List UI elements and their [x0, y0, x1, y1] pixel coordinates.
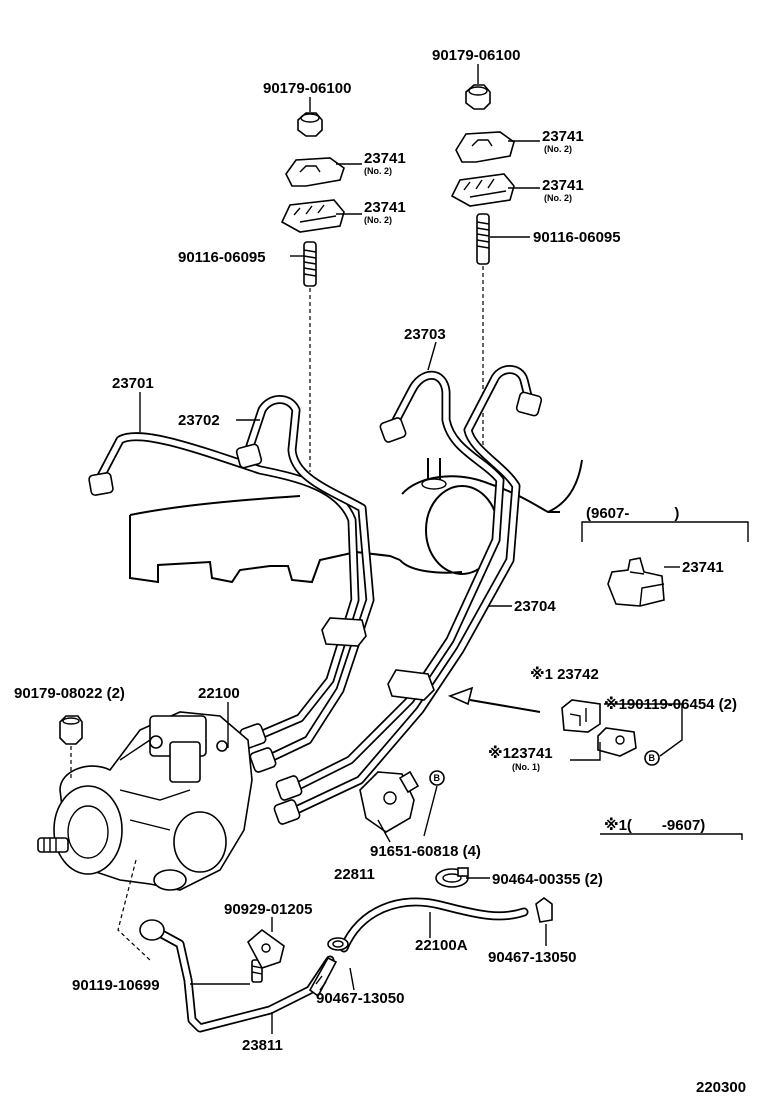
label-bolt-06454: ※190119-06454 (2) [604, 695, 737, 713]
label-hose-clip-a: 90464-00355 (2) [492, 871, 603, 888]
marker-b-clamp: B [649, 753, 656, 763]
injection-pipes [95, 365, 535, 817]
nut-left-icon [297, 112, 323, 137]
label-clamp-right-upper: 23741 [542, 128, 584, 145]
label-bolt-10699: 90119-10699 [72, 977, 160, 994]
label-bracket-screw: 91651-60818 (4) [370, 843, 481, 860]
label-clamp-right-upper-sub: (No. 2) [544, 144, 572, 154]
stud-left-icon [303, 241, 317, 287]
label-pipe-23702: 23702 [178, 412, 220, 429]
label-pipe-23701: 23701 [112, 375, 154, 392]
label-bolt-01205: 90929-01205 [224, 901, 312, 918]
label-nut-left: 90179-06100 [263, 80, 351, 97]
label-nut-pump: 90179-08022 (2) [14, 685, 125, 702]
clip-left-icon [327, 937, 349, 951]
leakoff-pipe-icon [139, 919, 338, 1033]
label-clamp-left-upper: 23741 [364, 150, 406, 167]
old-clamp-set [447, 686, 660, 766]
clamp-right-lower-icon [450, 173, 515, 207]
label-inset-date: (9607- ) [586, 505, 679, 522]
pipe-end-nuts [88, 391, 543, 825]
pipe-mid-clamps [321, 617, 435, 701]
label-pipe-23811: 23811 [242, 1037, 283, 1054]
clamp-left-lower-icon [280, 199, 345, 233]
label-clip-left: 90467-13050 [316, 990, 404, 1007]
hose-clip-icon [435, 867, 469, 888]
label-clip-right: 90467-13050 [488, 949, 576, 966]
label-pipe-23703: 23703 [404, 326, 446, 343]
label-inset-clamp: 23741 [682, 559, 724, 576]
label-clamp-left-upper-sub: (No. 2) [364, 166, 392, 176]
clamp-left-upper-icon [285, 157, 345, 187]
label-bracket: 22811 [334, 866, 375, 883]
nut-pump-icon [59, 715, 83, 745]
label-stud-left: 90116-06095 [178, 249, 266, 266]
label-note-range: ※1( -9607) [604, 816, 705, 834]
clamp-right-upper-icon [455, 131, 515, 163]
bracket-icon [359, 770, 420, 833]
marker-b-clamp-icon [644, 750, 660, 766]
label-stud-right: 90116-06095 [533, 229, 621, 246]
label-clamp-left-lower-sub: (No. 2) [364, 215, 392, 225]
label-clamp-23742: ※1 23742 [530, 665, 599, 683]
label-clamp-left-lower: 23741 [364, 199, 406, 216]
label-nut-right: 90179-06100 [432, 47, 520, 64]
label-clamp-right-lower-sub: (No. 2) [544, 193, 572, 203]
label-clamp-23741-no1: ※123741 [488, 744, 553, 762]
label-clamp-right-lower: 23741 [542, 177, 584, 194]
nut-right-icon [465, 84, 491, 110]
page-code: 220300 [696, 1079, 746, 1096]
label-hose: 22100A [415, 937, 468, 954]
label-pump: 22100 [198, 685, 240, 702]
label-clamp-23741-no1-sub: (No. 1) [512, 762, 540, 772]
clamp-01205-icon [246, 928, 285, 969]
injection-pump-icon [37, 711, 253, 891]
leader-lines [139, 64, 680, 1034]
marker-b-bracket: B [434, 773, 441, 783]
inset-new-clamp [581, 521, 749, 607]
engine-outline [129, 458, 583, 584]
stud-right-icon [476, 213, 490, 265]
label-pipe-23704: 23704 [514, 598, 556, 615]
marker-b-bracket-icon [429, 770, 445, 786]
clip-right-icon [535, 897, 553, 923]
